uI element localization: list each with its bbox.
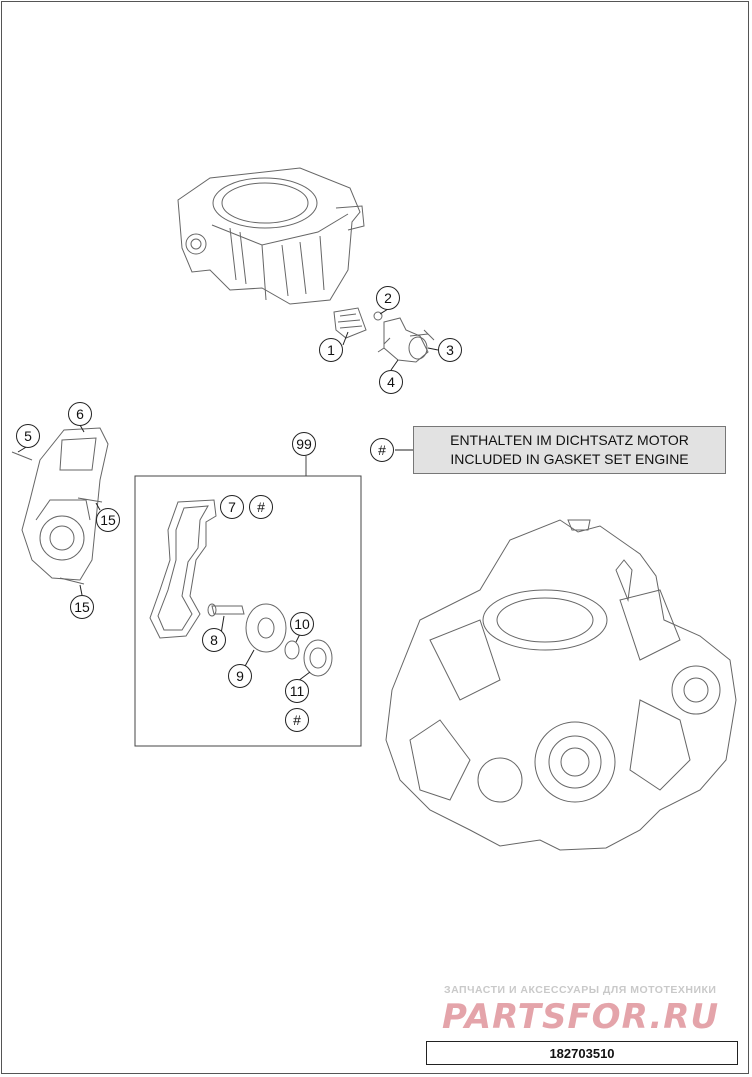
- callout-10[interactable]: 10: [290, 612, 314, 636]
- cylinder-drawing: [177, 167, 365, 305]
- callout-7[interactable]: 7: [220, 495, 244, 519]
- callout-99[interactable]: 99: [292, 432, 316, 456]
- kit-box: [134, 475, 362, 747]
- callout-15-lower[interactable]: 15: [70, 595, 94, 619]
- callout-5[interactable]: 5: [16, 424, 40, 448]
- watermark-logo: PARTSFOR.RU: [442, 997, 720, 1037]
- callout-note-hash: #: [370, 438, 394, 462]
- callout-15-upper[interactable]: 15: [96, 508, 120, 532]
- watermark-tagline: ЗАПЧАСТИ И АКСЕССУАРЫ ДЛЯ МОТОТЕХНИКИ: [444, 984, 717, 996]
- drawing-code: 182703510: [426, 1041, 738, 1065]
- callout-11-hash[interactable]: #: [285, 708, 309, 732]
- note-line-english: INCLUDED IN GASKET SET ENGINE: [450, 451, 689, 467]
- note-line-german: ENTHALTEN IM DICHTSATZ MOTOR: [450, 432, 689, 448]
- callout-8[interactable]: 8: [202, 628, 226, 652]
- callout-7-hash[interactable]: #: [249, 495, 273, 519]
- callout-6[interactable]: 6: [68, 402, 92, 426]
- thermostat-parts-drawing: [333, 307, 435, 363]
- callout-9[interactable]: 9: [228, 664, 252, 688]
- pump-cover-drawing: [11, 427, 109, 585]
- callout-3[interactable]: 3: [438, 338, 462, 362]
- callout-11[interactable]: 11: [285, 679, 309, 703]
- gasket-set-note: ENTHALTEN IM DICHTSATZ MOTOR INCLUDED IN…: [413, 426, 726, 474]
- crankcase-drawing: [385, 519, 737, 851]
- callout-4[interactable]: 4: [379, 370, 403, 394]
- callout-2[interactable]: 2: [376, 286, 400, 310]
- impeller-drawing: [207, 603, 333, 677]
- callout-1[interactable]: 1: [319, 338, 343, 362]
- gasket-drawing: [149, 499, 217, 639]
